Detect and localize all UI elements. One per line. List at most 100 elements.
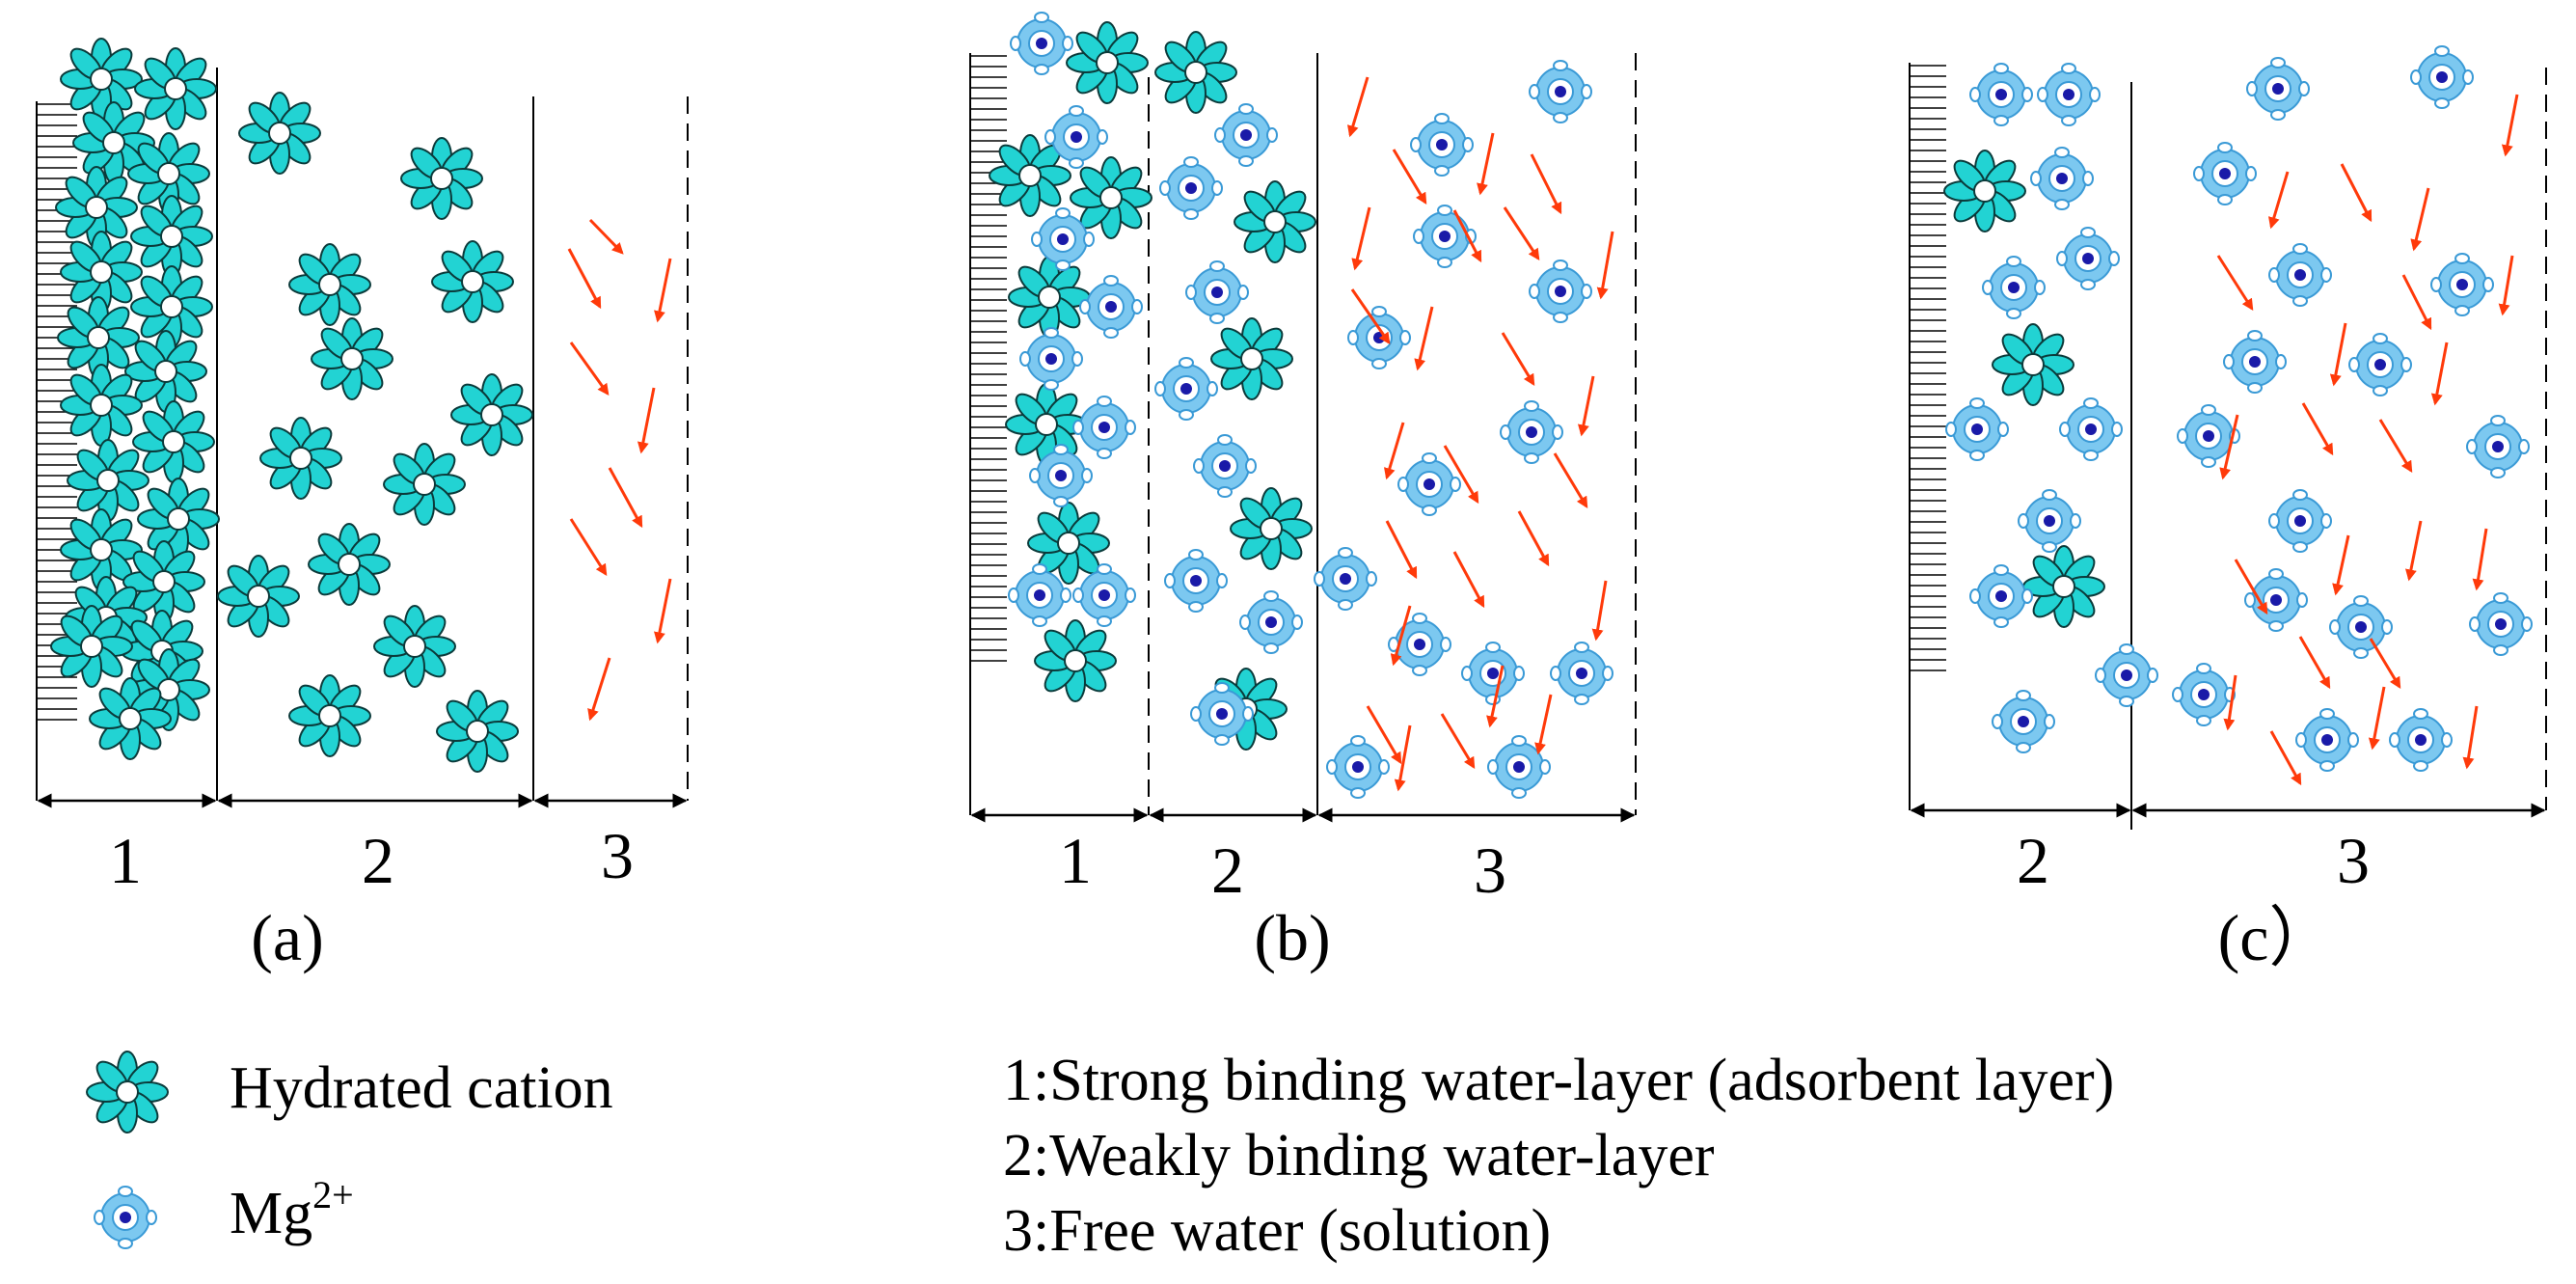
flow-arrow-icon	[2267, 171, 2290, 230]
mg-ion-icon	[1982, 256, 2046, 319]
panel-caption-c: (c）	[2218, 901, 2335, 974]
mg-ion-icon	[2295, 708, 2359, 772]
flow-arrow-icon	[2368, 686, 2386, 751]
flow-arrow-icon	[1383, 422, 1405, 480]
flow-arrow-icon	[588, 218, 624, 255]
flow-arrow-icon	[2401, 274, 2432, 331]
flow-arrow-icon	[1591, 580, 1608, 642]
flow-arrow-icon	[1366, 705, 1402, 765]
hydrated-cation-icon	[1154, 31, 1237, 114]
panel-caption-b: (b)	[1254, 901, 1330, 974]
hydrated-cation-icon	[217, 555, 300, 638]
flow-arrow-icon	[2332, 534, 2350, 596]
flow-arrow-icon	[1452, 551, 1485, 609]
hydrated-cation-icon	[1210, 317, 1293, 400]
flow-arrow-icon	[2462, 705, 2479, 770]
hydrated-cation-icon	[288, 674, 371, 757]
mg-ion-icon	[2466, 415, 2530, 478]
flow-arrow-icon	[1443, 445, 1479, 505]
flow-arrow-icon	[1392, 149, 1427, 205]
flow-arrow-icon	[1347, 76, 1369, 138]
mg-ion-icon	[2430, 253, 2494, 316]
mg-ion-icon	[1410, 113, 1474, 177]
hydrated-cation-icon	[1034, 619, 1117, 702]
dimension-lines	[37, 793, 2546, 823]
legend: Hydrated cation Mg2+	[86, 1051, 613, 1249]
hydrated-cation-icon	[1992, 323, 2074, 406]
hydrated-cation-icon	[50, 605, 133, 688]
hydrated-cation-icon	[132, 400, 215, 483]
mg-ion-icon	[2389, 708, 2453, 772]
flow-arrow-icon	[1553, 452, 1588, 509]
flow-arrow-icon	[1577, 375, 1595, 437]
flow-arrow-icon	[567, 248, 602, 310]
hydrated-cation-icon	[1230, 487, 1313, 570]
flow-arrow-icon	[654, 258, 672, 323]
mg-ion-icon	[1072, 396, 1136, 459]
mg-ion-icon	[1239, 590, 1303, 654]
mg-ion-icon	[1529, 60, 1592, 123]
mg-ion-icon	[2244, 568, 2308, 632]
flow-arrow-icon	[1486, 665, 1505, 728]
mg-ion-icon	[2056, 227, 2120, 290]
mg-ion-icon	[1500, 400, 1563, 464]
flow-arrow-icon	[1440, 713, 1476, 770]
hydrated-cation-icon	[311, 317, 393, 400]
surface-ticks-b	[970, 55, 1007, 662]
layer-definition-3: 3:Free water (solution)	[1003, 1198, 1551, 1264]
flow-arrow-icon	[2410, 187, 2430, 252]
layer-definitions: 1:Strong binding water-layer (adsorbent …	[1003, 1048, 2114, 1264]
mg-ion-icon	[1019, 327, 1083, 391]
flower-cation-icon	[86, 1051, 169, 1134]
mg-ion-icon	[1193, 434, 1257, 498]
hydrated-cation-icon	[308, 523, 391, 606]
flow-arrow-icon	[2340, 163, 2373, 223]
flow-arrow-icon	[1596, 231, 1614, 300]
mg-ion-icon	[2030, 147, 2094, 210]
flow-arrow-icon	[2498, 255, 2514, 316]
mg-ion-icon	[1214, 103, 1278, 167]
panel-a-frame	[36, 68, 689, 801]
mg-ion-icon	[1529, 260, 1592, 323]
flow-arrow-icon	[569, 518, 608, 577]
flow-arrow-icon	[1534, 694, 1553, 755]
flow-arrow-icon	[2216, 255, 2254, 312]
flow-arrow-icon	[1414, 306, 1434, 371]
hydrated-cation-icon	[400, 137, 483, 220]
flow-arrow-icon	[1351, 206, 1371, 271]
mg-ion-icon	[1079, 275, 1143, 339]
zone-label-b1: 1	[1059, 824, 1092, 897]
zone-label-a2: 2	[362, 824, 394, 897]
flow-arrow-icon	[2430, 341, 2449, 406]
mg-ion-icon	[1010, 12, 1073, 75]
mg-ion-icon	[1072, 563, 1136, 627]
flow-arrow-icon	[2301, 402, 2334, 456]
legend-hydrated-cation: Hydrated cation	[230, 1055, 613, 1121]
hydrated-cation-icon	[238, 92, 321, 175]
zone-label-c2: 2	[2017, 824, 2049, 897]
legend-mg-base: Mg	[230, 1181, 312, 1246]
mg-ion-icon	[1550, 642, 1613, 705]
flow-arrow-icon	[2269, 730, 2302, 786]
mg-ion-icon	[2268, 489, 2332, 553]
hydrated-cation-icon	[130, 195, 213, 278]
mg-ion-icon	[94, 1186, 157, 1249]
flow-arrow-icon	[1390, 605, 1412, 667]
mg-ion-icon	[2329, 595, 2393, 659]
mg-ion-icon	[2348, 333, 2412, 396]
hydrated-cation-icon	[134, 47, 217, 130]
hydrated-cation-icon	[450, 373, 533, 456]
mg-ion-icon	[1326, 735, 1390, 799]
mg-ion-icon	[1397, 452, 1461, 516]
flow-arrow-icon	[2501, 94, 2519, 157]
mg-ion-icon	[1314, 547, 1377, 611]
flow-arrow-icon	[1394, 724, 1412, 792]
hydrated-cation-icon	[60, 364, 143, 447]
surface-ticks-c	[1910, 65, 1946, 671]
flow-arrow-icon	[1385, 520, 1418, 580]
hydrated-cation-icon	[373, 605, 456, 688]
mg-ion-icon	[1945, 397, 2009, 461]
panel-caption-a: (a)	[251, 901, 323, 974]
mg-ion-icon	[1185, 260, 1249, 324]
mg-ion-icon	[1154, 357, 1218, 421]
